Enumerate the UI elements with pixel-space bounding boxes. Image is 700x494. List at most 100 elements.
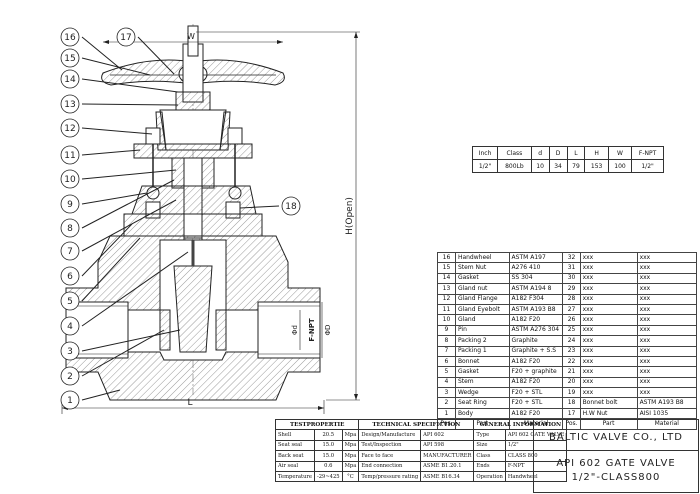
bom-material-cell: xxx	[636, 355, 698, 368]
bom-material-cell: A182 F20	[508, 314, 564, 326]
bom-pos-cell: 21	[562, 366, 581, 378]
bom-material-cell: ASTM A197	[508, 251, 564, 264]
spec-cell-s2: API 598	[420, 439, 475, 452]
bom-pos-cell: 17	[562, 407, 581, 420]
callout-number: 8	[67, 224, 73, 234]
bom-material-cell: xxx	[636, 283, 698, 295]
bom-part-cell: Gasket	[454, 366, 510, 378]
spec-cell-t1: Seat seal	[275, 439, 315, 452]
callout-bubble	[60, 94, 80, 114]
bom-pos-cell: 32	[562, 251, 581, 264]
bom-pos-cell: 15	[437, 262, 456, 274]
callout-bubble	[60, 27, 80, 47]
bom-material-cell: ASTM A193 B8	[636, 397, 698, 409]
bom-part-cell: xxx	[579, 251, 638, 264]
bom-part-cell: Pin	[454, 324, 510, 337]
bom-material-cell: AISI 1035	[636, 407, 698, 420]
bom-part-cell: xxx	[579, 314, 638, 326]
bom-part-cell: Packing 1	[454, 345, 510, 357]
spec-cell-s2: ASME B1.20.1	[420, 460, 475, 472]
spec-cell-g1: Operation	[473, 470, 506, 483]
technical-specification-title: TECHNICAL SPECIFICTION	[358, 418, 475, 431]
spec-cell-t1: Shell	[275, 429, 315, 441]
bom-material-cell: A182 F20	[508, 355, 564, 368]
bom-part-cell: Gland Eyebolt	[454, 303, 510, 316]
spec-cell-s1: End connection	[358, 460, 422, 472]
bom-part-cell: Gland nut	[454, 283, 510, 295]
bom-pos-cell: 23	[562, 345, 581, 357]
dimension-value: 153	[584, 159, 609, 173]
callout-bubble	[60, 118, 80, 138]
callout-number: 18	[285, 202, 297, 212]
callout-number: 12	[64, 124, 75, 134]
bom-part-cell: Body	[454, 407, 510, 420]
spec-cell-g1: Size	[473, 439, 506, 452]
dimension-value: 1/2"	[471, 159, 499, 173]
dimension-header: D	[548, 146, 568, 160]
spec-cell-t1: Back seat	[275, 450, 315, 462]
spec-cell-t3: Mpa	[341, 450, 360, 462]
bom-material-cell: xxx	[636, 272, 698, 285]
callout-number: 7	[67, 247, 73, 257]
bom-part-cell: xxx	[579, 293, 638, 305]
bom-pos-cell: 20	[562, 376, 581, 389]
bom-material-cell: ASTM A193 B8	[508, 303, 564, 316]
callout-number: 16	[64, 33, 76, 43]
bom-pos-cell: 25	[562, 324, 581, 337]
dimension-value: 10	[530, 159, 550, 173]
bom-pos-cell: 29	[562, 283, 581, 295]
bom-material-cell: xxx	[636, 262, 698, 274]
dim-l-label: L	[187, 398, 192, 408]
spec-cell-t3: Mpa	[341, 460, 360, 472]
bom-part-cell: xxx	[579, 376, 638, 389]
test-properties-title: TESTPROPERTIE	[274, 418, 360, 431]
drawing-subtitle: 1/2"-CLASS800	[571, 472, 661, 483]
spec-cell-s1: Test/Inspection	[358, 439, 422, 452]
callout-number: 10	[64, 175, 76, 185]
spec-cell-g2: Handwheel	[504, 470, 568, 483]
bom-pos-cell: 3	[437, 387, 456, 399]
bom-pos-cell: 4	[437, 376, 456, 389]
bom-pos-cell: 9	[437, 324, 456, 337]
callout-bubble	[281, 196, 301, 216]
callout-number: 9	[67, 200, 73, 210]
bom-pos-cell: 7	[437, 345, 456, 357]
dim-d-label: Φd	[291, 325, 299, 335]
bom-material-cell: xxx	[636, 387, 698, 399]
bom-material-cell: xxx	[636, 324, 698, 337]
callout-bubble	[60, 218, 80, 238]
bom-part-cell: Gland	[454, 314, 510, 326]
spec-cell-t2: 15.0	[313, 439, 343, 452]
callout-number: 3	[67, 347, 73, 357]
spec-cell-t1: Air seal	[275, 460, 315, 472]
bom-pos-cell: 18	[562, 397, 581, 409]
callout-bubble	[60, 266, 80, 286]
callout-bubble	[60, 194, 80, 214]
callout-number: 13	[64, 100, 75, 110]
dim-dd-label: ΦD	[324, 325, 332, 336]
bom-part-cell: xxx	[579, 366, 638, 378]
bom-part-cell: xxx	[579, 262, 638, 274]
bom-pos-cell: 1	[437, 407, 456, 420]
spec-cell-s2: MANUFACTURER	[420, 450, 475, 462]
spec-cell-g1: Class	[473, 450, 506, 462]
bom-part-cell: xxx	[579, 355, 638, 368]
bom-material-cell: A276 410	[508, 262, 564, 274]
bom-part-cell: xxx	[579, 335, 638, 347]
callout-bubble	[60, 241, 80, 261]
callout-bubble	[60, 48, 80, 68]
bom-part-cell: H.W Nut	[579, 407, 638, 420]
